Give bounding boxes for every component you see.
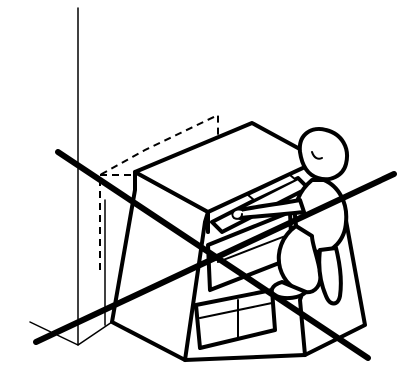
middle-drawer-edge — [217, 234, 289, 263]
floor-edge-line-right — [77, 321, 113, 346]
lower-drawer — [194, 288, 277, 350]
dashed-position-outline — [99, 113, 219, 270]
person-head — [297, 127, 349, 182]
person-face — [311, 151, 323, 160]
person-back-leg — [317, 246, 343, 306]
person-hand — [231, 208, 243, 220]
cross-line-ascending — [33, 171, 397, 345]
cabinet-base-line — [183, 353, 307, 362]
prohibition-cross — [33, 149, 397, 361]
lower-drawer-edge — [199, 302, 273, 319]
top-drawer-handle-slot — [247, 174, 297, 201]
cross-line-descending — [55, 149, 371, 361]
person-figure — [231, 127, 349, 306]
dashed-outline-back — [99, 113, 219, 270]
